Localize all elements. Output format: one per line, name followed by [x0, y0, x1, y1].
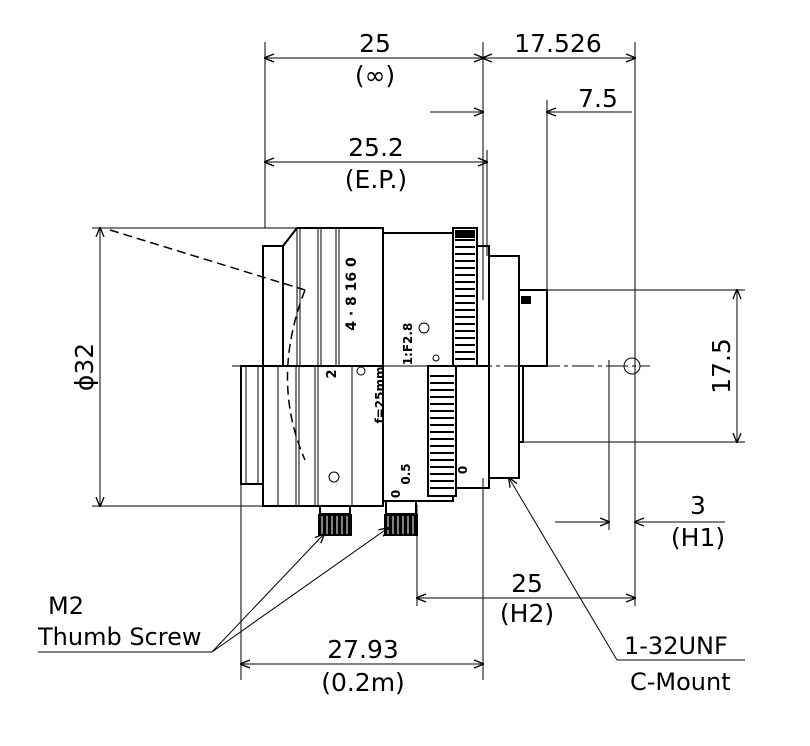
front-hood-lower — [240, 365, 264, 485]
near-focus-text: 0.5 — [399, 463, 413, 484]
dim-h2-note: (H2) — [500, 599, 554, 628]
dim-diameter: ϕ32 — [70, 343, 99, 391]
dim-entrance-pupil-note: (E.P.) — [345, 165, 407, 194]
dim-25-inf: 25 — [359, 29, 391, 58]
thumb-screw-right — [384, 500, 418, 536]
dim-length: 27.93 — [327, 635, 399, 664]
dim-protrusion: 7.5 — [578, 84, 618, 113]
mount-label-1: 1-32UNF — [624, 632, 728, 660]
lock-text: 0 — [456, 466, 470, 474]
dim-entrance-pupil: 25.2 — [348, 133, 404, 162]
dim-25-inf-note: (∞) — [355, 61, 395, 90]
front-hood-upper — [262, 245, 284, 367]
lens-body: 4 · 8 16 0 2 f=25mm 1:F2.8 0.5 0 0 — [109, 227, 548, 536]
mount-pin — [521, 296, 531, 304]
thumb-screw-left — [318, 505, 352, 536]
screw-mark — [328, 471, 340, 483]
thumb-screw-label-1: M2 — [48, 592, 84, 620]
upper-barrel — [282, 227, 384, 367]
knurl-pattern — [430, 239, 475, 489]
index-dot — [418, 322, 430, 334]
dim-h1: 3 — [690, 491, 706, 520]
aperture-scale-text: 4 · 8 16 0 — [344, 257, 360, 331]
aperture-text: 1:F2.8 — [401, 323, 415, 366]
rear-element-lower — [518, 365, 524, 443]
focus-mark-text: 2 — [325, 369, 340, 378]
c-mount-flange — [488, 255, 520, 479]
rear-element-upper — [518, 289, 548, 367]
dim-h2: 25 — [511, 569, 543, 598]
thumb-screw-label-2: Thumb Screw — [37, 623, 202, 651]
far-focus-text: 0 — [389, 490, 403, 498]
dim-image-circle: 17.5 — [707, 338, 736, 394]
lower-barrel — [262, 365, 384, 507]
model-text: f=25mm — [373, 367, 387, 424]
dim-h1-note: (H1) — [671, 523, 725, 552]
dim-flange-back: 17.526 — [514, 29, 601, 58]
small-mark — [356, 366, 366, 376]
small-dot — [432, 354, 440, 362]
mount-label-2: C-Mount — [630, 668, 731, 696]
knurl-cap — [455, 230, 475, 238]
image-plane-mark — [623, 357, 641, 375]
dim-length-note: (0.2m) — [321, 668, 405, 697]
dimension-lines — [38, 42, 745, 680]
